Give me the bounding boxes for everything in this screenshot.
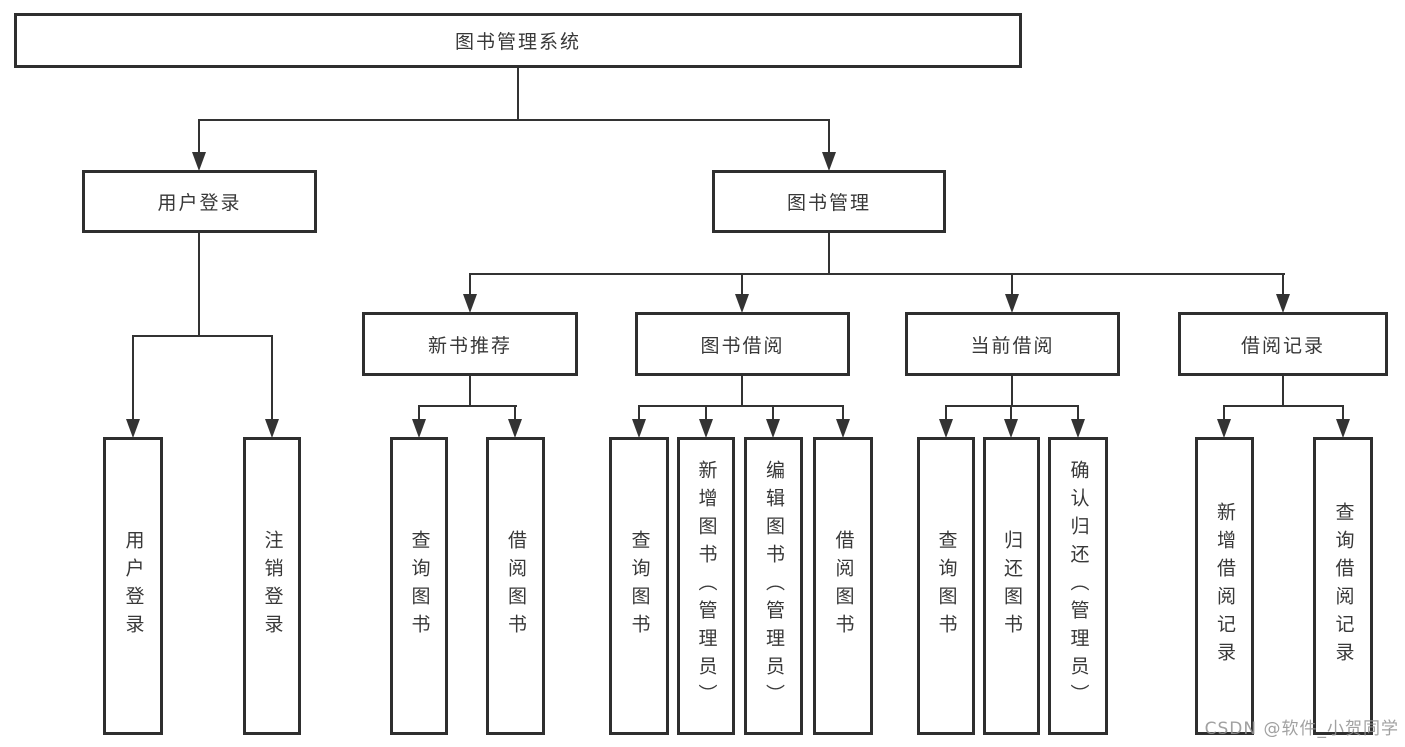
node-label: 新增图书（管理员） xyxy=(695,460,718,712)
node-label: 新书推荐 xyxy=(427,334,512,357)
connector-line xyxy=(1282,273,1284,297)
node-label: 注销登录 xyxy=(261,530,284,642)
leaf-user-login: 用户登录 xyxy=(103,437,163,735)
node-label: 查询图书 xyxy=(935,530,958,642)
arrow-down-icon xyxy=(192,152,206,171)
connector-line xyxy=(1077,405,1079,421)
connector-line xyxy=(1223,405,1344,407)
connector-line xyxy=(198,119,830,121)
node-book-management: 图书管理 xyxy=(712,170,946,233)
connector-line xyxy=(828,233,830,275)
leaf-edit-books-admin: 编辑图书（管理员） xyxy=(744,437,803,735)
connector-line xyxy=(418,405,420,421)
node-label: 图书借阅 xyxy=(700,334,785,357)
connector-line xyxy=(741,273,743,297)
connector-line xyxy=(945,405,1079,407)
node-label: 编辑图书（管理员） xyxy=(763,460,785,712)
connector-line xyxy=(132,335,273,337)
arrow-down-icon xyxy=(1336,419,1350,438)
connector-line xyxy=(741,376,743,407)
connector-line xyxy=(705,405,707,421)
connector-line xyxy=(1010,405,1012,421)
connector-line xyxy=(132,335,134,421)
connector-line xyxy=(1223,405,1225,421)
node-borrowing-records: 借阅记录 xyxy=(1178,312,1388,376)
node-label: 借阅图书 xyxy=(832,530,855,642)
leaf-return-books: 归还图书 xyxy=(983,437,1040,735)
connector-line xyxy=(638,405,844,407)
connector-line xyxy=(469,273,1285,275)
csdn-watermark: CSDN @软件_小贺同学 xyxy=(1204,719,1399,739)
leaf-query-books-current: 查询图书 xyxy=(917,437,975,735)
arrow-down-icon xyxy=(265,419,279,438)
leaf-query-books-recommend: 查询图书 xyxy=(390,437,448,735)
node-label: 用户登录 xyxy=(157,192,242,214)
arrow-down-icon xyxy=(939,419,953,438)
connector-line xyxy=(772,405,774,421)
connector-line xyxy=(418,405,517,407)
connector-line xyxy=(198,233,200,337)
arrow-down-icon xyxy=(822,152,836,171)
leaf-borrow-books-recommend: 借阅图书 xyxy=(486,437,545,735)
node-label: 用户登录 xyxy=(122,530,145,642)
connector-line xyxy=(469,376,471,407)
connector-line xyxy=(514,405,516,421)
connector-line xyxy=(271,335,273,421)
arrow-down-icon xyxy=(1004,419,1018,438)
node-new-book-recommendation: 新书推荐 xyxy=(362,312,578,376)
node-label: 借阅记录 xyxy=(1240,334,1325,357)
leaf-borrow-books: 借阅图书 xyxy=(813,437,873,735)
connector-line xyxy=(517,68,519,121)
connector-line xyxy=(469,273,471,297)
connector-line xyxy=(1011,273,1013,297)
connector-line xyxy=(638,405,640,421)
leaf-add-books-admin: 新增图书（管理员） xyxy=(677,437,735,735)
node-user-login: 用户登录 xyxy=(82,170,317,233)
arrow-down-icon xyxy=(412,419,426,438)
node-label: 查询借阅记录 xyxy=(1332,502,1355,670)
node-label: 图书管理系统 xyxy=(454,31,581,53)
leaf-add-borrow-record: 新增借阅记录 xyxy=(1195,437,1254,735)
arrow-down-icon xyxy=(1005,294,1019,313)
connector-line xyxy=(828,119,830,154)
arrow-down-icon xyxy=(1276,294,1290,313)
node-current-borrowing: 当前借阅 xyxy=(905,312,1120,376)
arrow-down-icon xyxy=(126,419,140,438)
connector-line xyxy=(1011,376,1013,407)
node-label: 图书管理 xyxy=(786,192,871,214)
connector-line xyxy=(842,405,844,421)
node-book-borrowing: 图书借阅 xyxy=(635,312,850,376)
arrow-down-icon xyxy=(463,294,477,313)
node-label: 当前借阅 xyxy=(970,334,1055,357)
arrow-down-icon xyxy=(836,419,850,438)
arrow-down-icon xyxy=(508,419,522,438)
arrow-down-icon xyxy=(1071,419,1085,438)
leaf-query-borrow-record: 查询借阅记录 xyxy=(1313,437,1373,735)
arrow-down-icon xyxy=(766,419,780,438)
node-label: 确认归还（管理员） xyxy=(1067,460,1090,712)
leaf-logout: 注销登录 xyxy=(243,437,301,735)
arrow-down-icon xyxy=(632,419,646,438)
node-label: 归还图书 xyxy=(1001,530,1023,642)
connector-line xyxy=(1282,376,1284,407)
arrow-down-icon xyxy=(735,294,749,313)
node-label: 借阅图书 xyxy=(505,530,527,642)
connector-line xyxy=(1342,405,1344,421)
leaf-confirm-return-admin: 确认归还（管理员） xyxy=(1048,437,1108,735)
node-label: 查询图书 xyxy=(628,530,651,642)
node-library-management-system: 图书管理系统 xyxy=(14,13,1022,68)
node-label: 新增借阅记录 xyxy=(1214,502,1236,670)
node-label: 查询图书 xyxy=(408,530,431,642)
connector-line xyxy=(945,405,947,421)
arrow-down-icon xyxy=(699,419,713,438)
arrow-down-icon xyxy=(1217,419,1231,438)
connector-line xyxy=(198,119,200,154)
leaf-query-books-borrowing: 查询图书 xyxy=(609,437,669,735)
